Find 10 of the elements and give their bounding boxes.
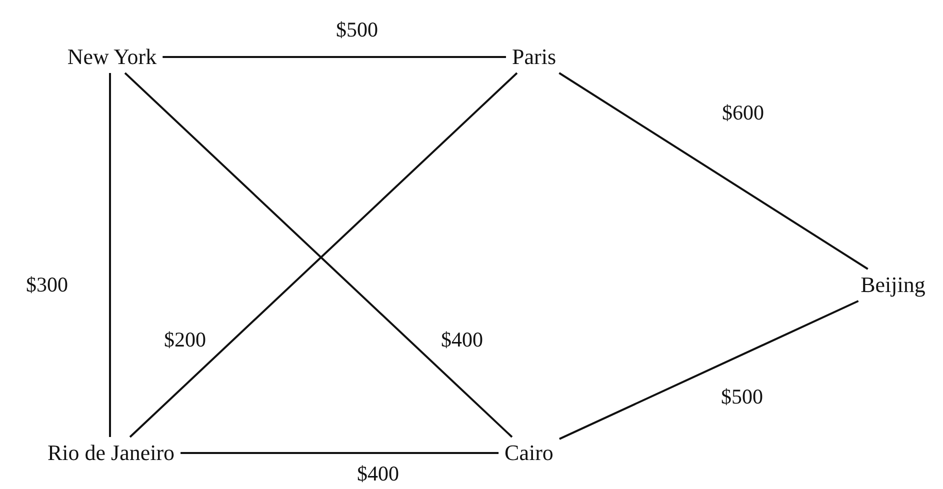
route-line — [558, 72, 868, 270]
city-label: Beijing — [854, 269, 932, 301]
city-label: Paris — [506, 41, 562, 73]
city-label: Rio de Janeiro — [41, 437, 181, 469]
route-line — [162, 56, 506, 58]
route-line — [180, 452, 499, 454]
route-line — [559, 300, 859, 440]
city-label: Cairo — [498, 437, 560, 469]
route-line — [109, 73, 111, 437]
city-label: New York — [61, 41, 163, 73]
